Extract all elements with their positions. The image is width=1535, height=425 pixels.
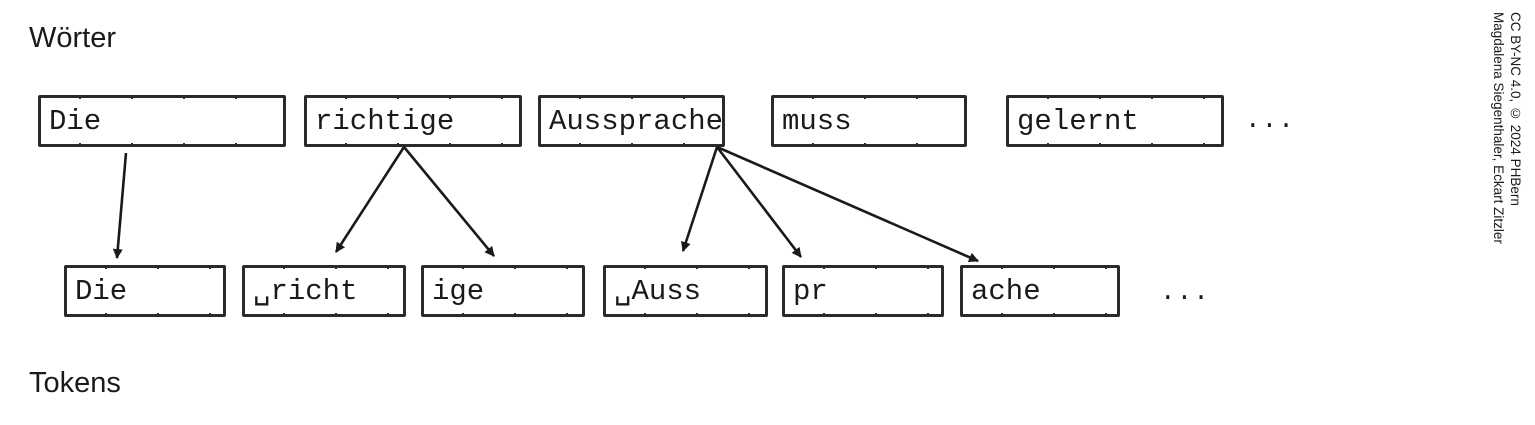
tokens-ellipsis: ... — [1160, 277, 1210, 307]
split-arrow — [681, 146, 719, 252]
tokens-heading: Tokens — [29, 367, 121, 399]
license-credit: CC BY-NC 4.0, © 2024 PHBern Magdalena Si… — [1490, 12, 1524, 244]
split-arrow — [112, 152, 128, 259]
token-label: ache — [971, 274, 1041, 308]
token-box: pr — [782, 265, 944, 317]
credit-line-2: Magdalena Siegenthaler, Eckart Zitzler — [1491, 12, 1506, 244]
token-box: ␣richt — [242, 265, 406, 317]
split-arrow — [715, 146, 803, 258]
token-box: ␣Auss — [603, 265, 768, 317]
word-box: richtige — [304, 95, 522, 147]
word-box: Aussprache — [538, 95, 725, 147]
arrow-group — [112, 145, 979, 263]
split-arrow — [402, 146, 496, 257]
word-label: Aussprache — [549, 104, 724, 138]
token-label: Die — [75, 274, 128, 308]
word-box: Die — [38, 95, 286, 147]
word-label: Die — [49, 104, 102, 138]
token-label: ␣Auss — [614, 274, 702, 308]
token-label: ige — [432, 274, 485, 308]
split-arrow — [716, 145, 979, 263]
words-heading: Wörter — [29, 22, 116, 54]
word-label: richtige — [315, 104, 455, 138]
word-label: gelernt — [1017, 104, 1139, 138]
word-box: gelernt — [1006, 95, 1224, 147]
word-box: muss — [771, 95, 967, 147]
token-label: pr — [793, 274, 828, 308]
token-box: ige — [421, 265, 585, 317]
credit-line-1: CC BY-NC 4.0, © 2024 PHBern — [1508, 12, 1523, 206]
word-label: muss — [782, 104, 852, 138]
token-box: Die — [64, 265, 226, 317]
token-box: ache — [960, 265, 1120, 317]
words-ellipsis: ... — [1245, 105, 1295, 135]
split-arrow — [334, 146, 406, 253]
token-label: ␣richt — [253, 274, 358, 308]
